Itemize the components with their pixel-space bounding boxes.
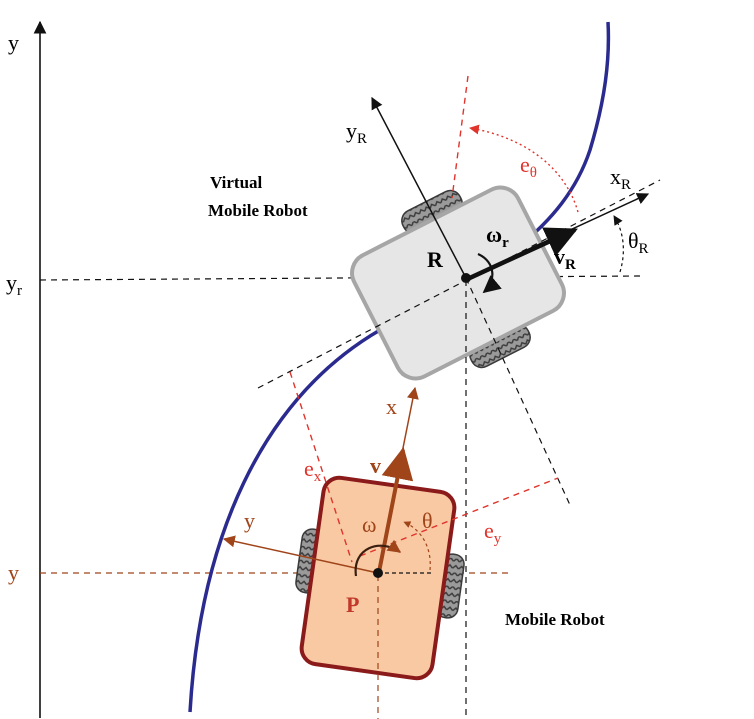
e-theta-label: eθ [520, 152, 537, 181]
mobile-robot-center-label: P [346, 592, 359, 617]
theta-r-label: θR [628, 228, 649, 257]
mobile-robot-title: Mobile Robot [505, 610, 605, 629]
mobile-robot-omega-label: ω [362, 512, 376, 537]
y-tick-label: y [8, 560, 19, 585]
mobile-robot-center [373, 568, 383, 578]
velocity-r-label: vR [554, 244, 576, 273]
e-y-label: ey [484, 518, 502, 547]
mobile-robot-velocity-arrow [377, 446, 414, 573]
virtual-robot-title-line1: Virtual [210, 173, 263, 192]
e-theta-dashed-line [451, 75, 469, 199]
omega-r-label: ωr [486, 222, 509, 251]
virtual-robot-velocity-arrow [467, 227, 578, 281]
virtual-robot-dashed-y [465, 277, 571, 506]
omega-r-arc [477, 252, 502, 294]
theta-r-arc [613, 215, 624, 273]
e-x-label: ex [304, 456, 322, 485]
virtual-robot-y-axis-label: yR [346, 118, 367, 147]
omega-arc [354, 539, 402, 577]
e-x-dashed-line [289, 371, 353, 563]
global-y-axis-label: y [8, 30, 19, 55]
virtual-robot-body [350, 185, 566, 381]
virtual-robot-dashed-x [257, 179, 661, 389]
virtual-robot-center [461, 273, 471, 283]
virtual-robot-x-axis-label: xR [610, 164, 631, 193]
virtual-robot-title-line2: Mobile Robot [208, 201, 308, 220]
virtual-robot-center-label: R [427, 247, 444, 272]
virtual-robot-y-axis [371, 96, 467, 279]
mobile-robot-y-axis [222, 535, 379, 574]
e-theta-arc [469, 124, 579, 213]
mobile-robot-y-axis-label: y [244, 508, 255, 533]
theta-arc [403, 521, 431, 571]
mobile-robot-velocity-label: v [370, 453, 381, 478]
mobile-robot-x-axis-label: x [386, 394, 397, 419]
y-r-tick-label: yr [6, 270, 22, 299]
mobile-robot-theta-label: θ [422, 508, 433, 533]
